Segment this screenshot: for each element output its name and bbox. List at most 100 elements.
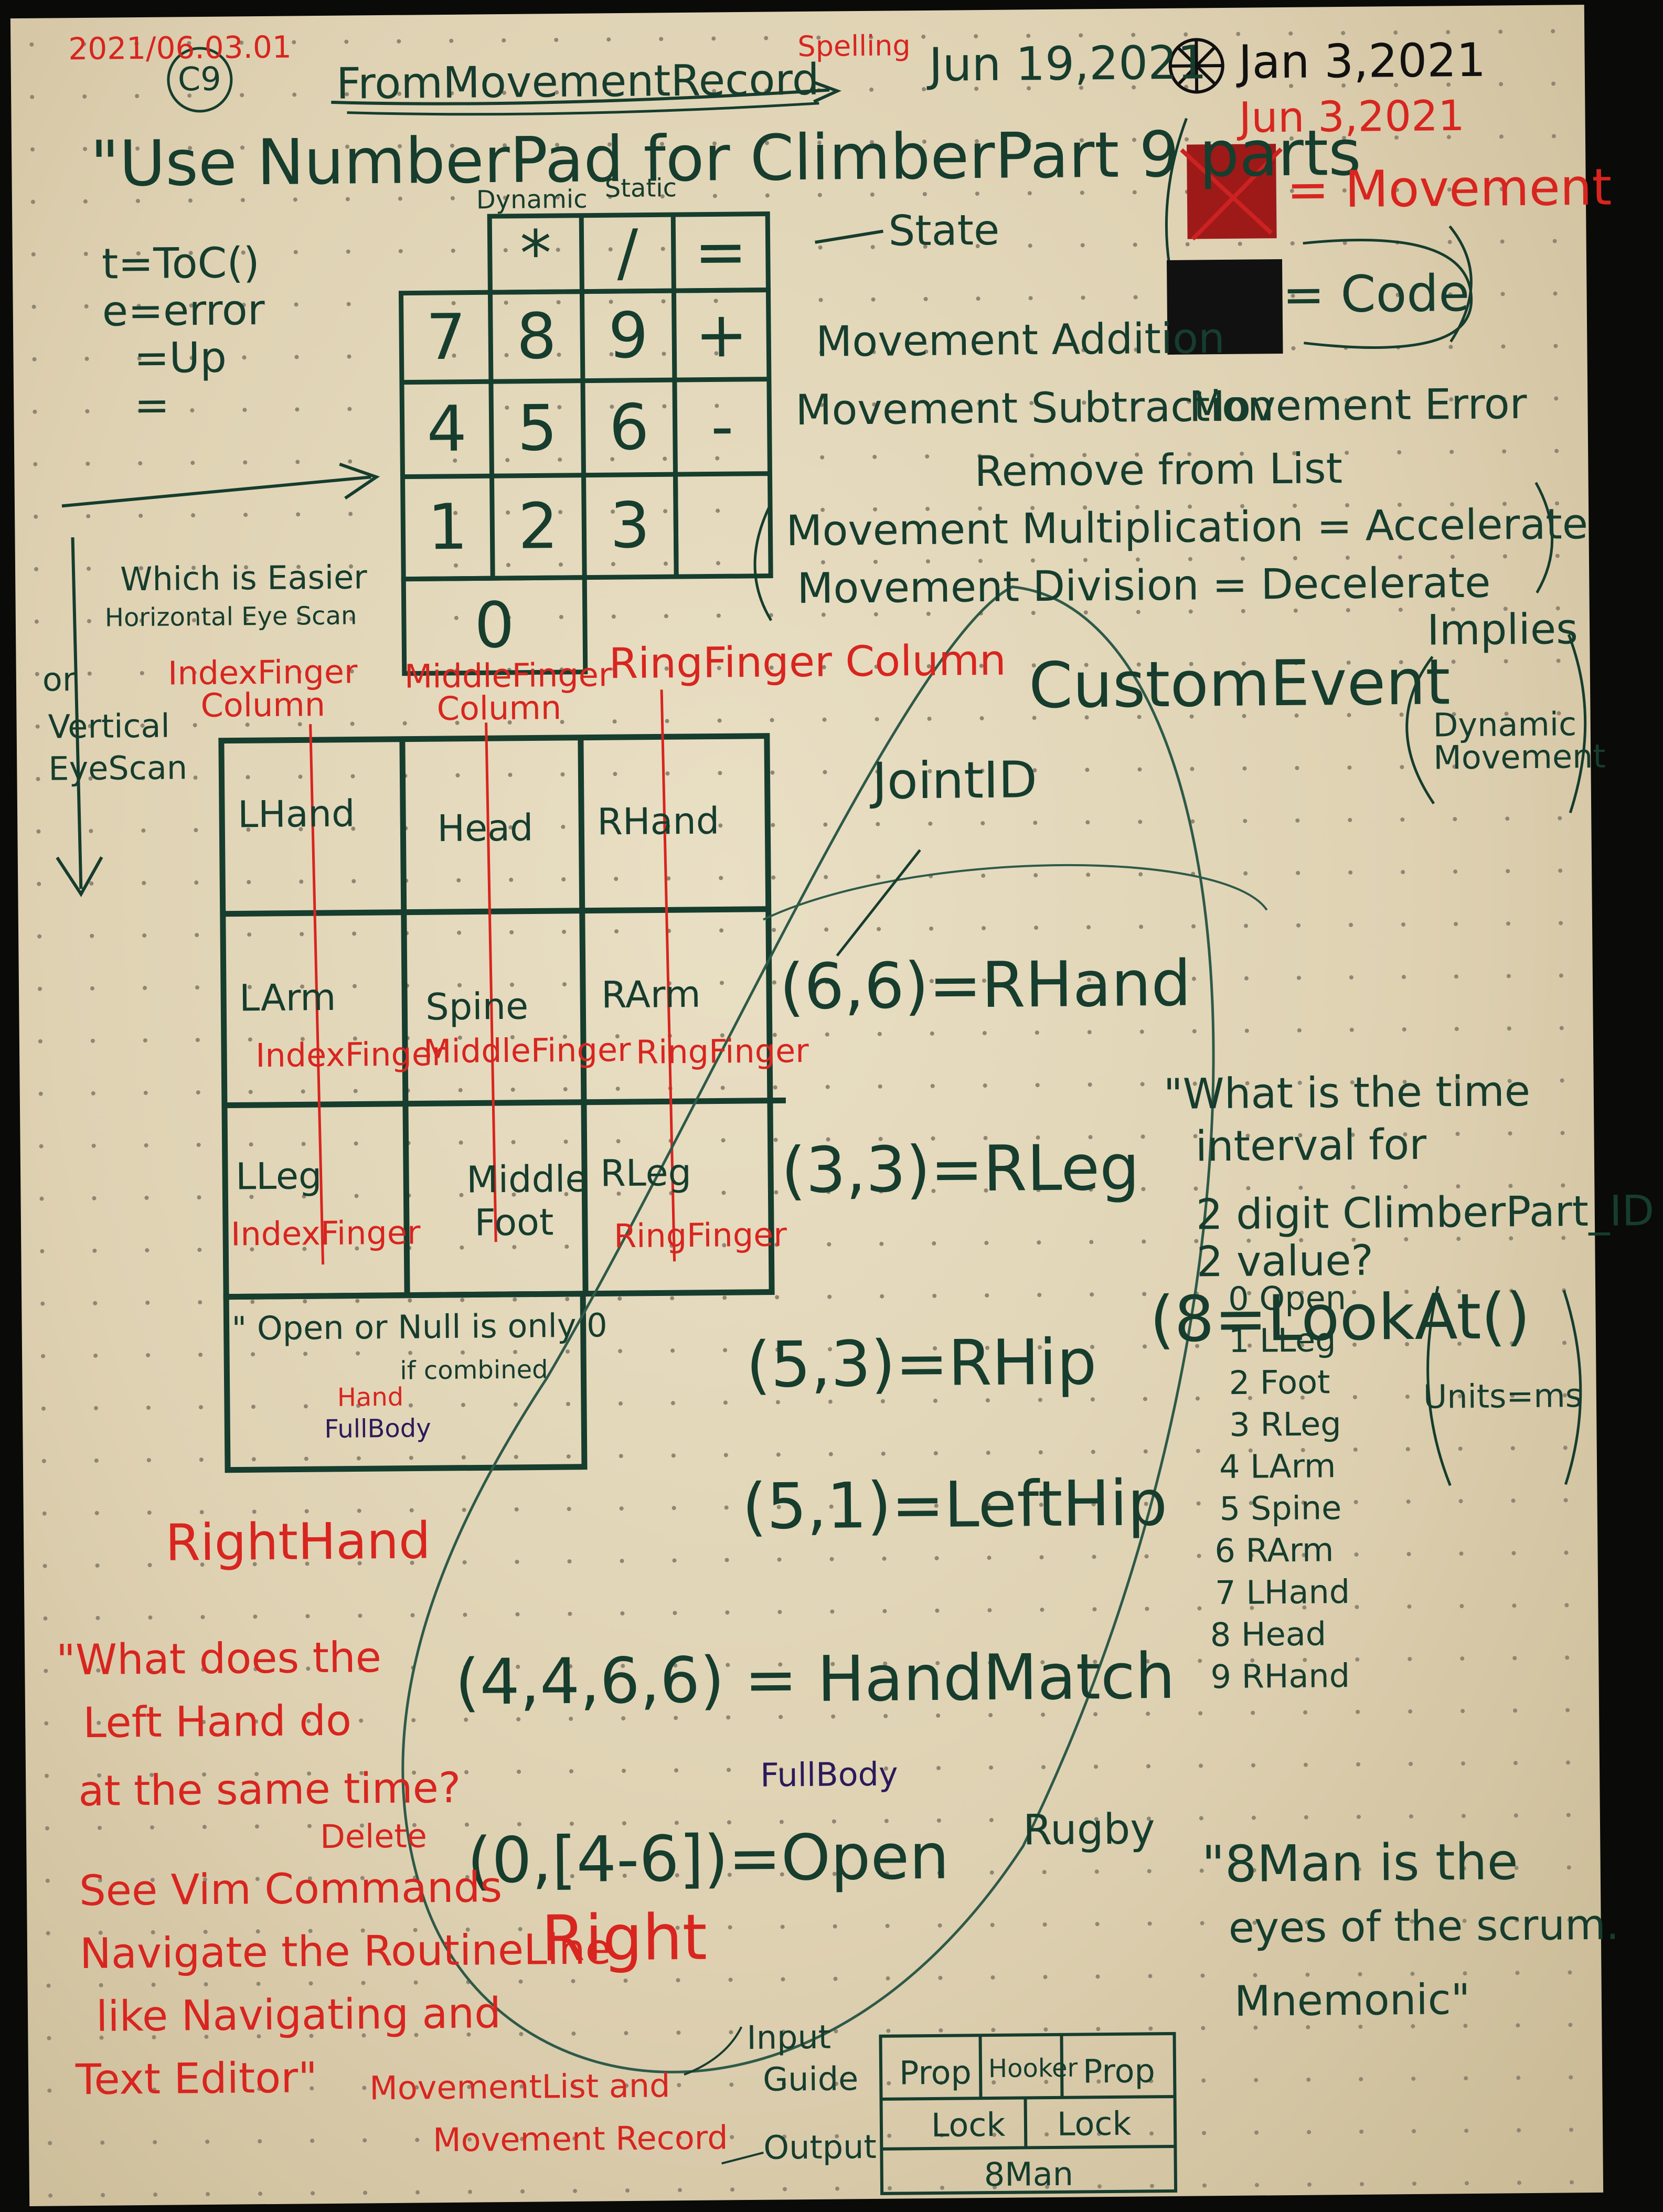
grid-full-body: FullBody: [324, 1413, 431, 1444]
red-line6: Movement Record: [432, 2118, 728, 2160]
implies-label: Implies: [1426, 604, 1579, 655]
dot-grid: [29, 29, 1574, 2198]
equation-open: (0,[4-6])=Open: [466, 1820, 950, 1898]
rugby-quote3: Mnemonic": [1234, 1975, 1470, 2026]
eyescan-q4: Vertical: [48, 706, 170, 746]
numpad-key-1: 1: [427, 491, 468, 565]
date-green: Jun 19,2021: [929, 35, 1207, 92]
right-hand-label: RightHand: [165, 1511, 431, 1572]
op-remove: Remove from List: [974, 444, 1343, 496]
header-quote: "Use NumberPad for ClimberPart 9 parts: [90, 116, 1362, 201]
interval-list-2: 2 Foot: [1229, 1363, 1330, 1402]
page-number: C9: [177, 59, 221, 99]
red-line4: Text Editor": [75, 2053, 318, 2104]
interval-list-9: 9 RHand: [1210, 1656, 1350, 1696]
column-label-middle: MiddleFinger Column: [404, 655, 612, 728]
title-underline: [331, 80, 842, 105]
legend-code: = Code: [1282, 263, 1470, 325]
scrum-grid: [879, 2032, 1178, 2195]
red-delete: Delete: [319, 1816, 428, 1856]
rugby-quote2: eyes of the scrum.: [1228, 1900, 1619, 1953]
red-scribble-icon: [1180, 144, 1283, 241]
red-right: Right: [541, 1901, 708, 1976]
numpad-key-6: 6: [609, 391, 649, 464]
note-equals: =: [134, 380, 170, 430]
interval-list-3: 3 RLeg: [1229, 1405, 1341, 1444]
black-scribble-icon: [1166, 259, 1283, 355]
scrum-hooker: Hooker: [988, 2053, 1078, 2084]
note-up: =Up: [134, 333, 227, 383]
column-label-index: IndexFinger Column: [167, 652, 358, 725]
notebook-page: 2021/06.03.01 C9 FromMovementRecord Spel…: [10, 4, 1655, 2207]
grid-cell-middle-foot: Middle Foot: [466, 1157, 588, 1245]
note-toc: t=ToC(): [101, 238, 260, 289]
interval-q2: interval for: [1195, 1120, 1427, 1171]
io-input: Input: [747, 2017, 832, 2057]
io-guide: Guide: [762, 2059, 859, 2099]
numpad-key-plus: +: [695, 298, 749, 372]
numpad-label-dynamic: Dynamic: [476, 184, 588, 215]
numpad-key-equals: =: [694, 215, 748, 289]
numpad-key-8: 8: [516, 300, 557, 374]
red-q2: Left Hand do: [82, 1696, 352, 1748]
numpad-key-3: 3: [610, 489, 651, 563]
header-title: FromMovementRecord: [336, 55, 820, 109]
red-line1: See Vim Commands: [79, 1863, 503, 1916]
io-output: Output: [763, 2127, 877, 2167]
interval-q1: "What is the time: [1163, 1066, 1531, 1119]
numpad-key-2: 2: [518, 490, 559, 563]
full-body-label: FullBody: [760, 1754, 898, 1794]
dynamic-movement-label: Dynamic Movement: [1433, 705, 1606, 777]
numpad-key-5: 5: [517, 391, 558, 465]
numpad-key-multiply: *: [519, 217, 552, 291]
date-black: Jan 3,2021: [1238, 33, 1486, 89]
grid-finger-ring: RingFinger: [635, 1031, 809, 1071]
numpad-key-divide: /: [616, 216, 639, 290]
scrum-lock-right: Lock: [1057, 2104, 1132, 2143]
eyescan-q2: Horizontal Eye Scan: [104, 601, 357, 633]
numpad-key-4: 4: [426, 392, 467, 466]
equation-rleg: (3,3)=RLeg: [781, 1131, 1140, 1208]
eyescan-q5: EyeScan: [48, 748, 188, 788]
grid-hand-note: Hand: [337, 1382, 404, 1412]
equation-rhand: (6,6)=RHand: [779, 947, 1192, 1024]
eyescan-q1: Which is Easier: [120, 558, 367, 599]
numpad-key-minus: -: [710, 390, 734, 464]
grid-cell-rarm: RArm: [601, 972, 701, 1017]
legend-movement: = Movement: [1286, 157, 1612, 219]
op-division: Movement Division = Decelerate: [796, 558, 1491, 613]
red-line5: MovementList and: [369, 2066, 670, 2108]
arrow-to-numpad: [61, 462, 380, 508]
scrum-lock-left: Lock: [931, 2105, 1006, 2145]
op-multiplication: Movement Multiplication = Accelerate: [786, 499, 1589, 556]
grid-finger-ring-2: RingFinger: [613, 1215, 787, 1256]
interval-list-8: 8 Head: [1210, 1614, 1327, 1654]
numpad-key-7: 7: [425, 301, 466, 374]
interval-list-7: 7 LHand: [1214, 1572, 1350, 1612]
numpad-key-9: 9: [607, 299, 649, 373]
date-stamp: 2021/06.03.01: [68, 29, 292, 67]
grid-cell-rleg: RLeg: [600, 1151, 692, 1195]
circle-stamp-icon: [1168, 38, 1224, 94]
rugby-quote1: "8Man is the: [1201, 1832, 1519, 1894]
equation-handmatch: (4,4,6,6) = HandMatch: [454, 1640, 1176, 1719]
equation-rhip: (5,3)=RHip: [745, 1326, 1097, 1402]
large-loop: [401, 585, 1215, 2073]
grid-cell-rhand: RHand: [596, 799, 720, 844]
interval-units: Units=ms: [1423, 1376, 1583, 1416]
note-error: e=error: [102, 285, 265, 336]
grid-finger-index: IndexFinger: [255, 1035, 445, 1075]
grid-cell-head: Head: [437, 806, 534, 850]
grid-finger-middle: MiddleFinger: [423, 1030, 631, 1071]
interval-q3: 2 digit ClimberPart_ID: [1196, 1186, 1655, 1239]
numpad-label-static: Static: [604, 173, 677, 204]
column-label-ring: RingFinger Column: [609, 635, 1007, 688]
eyescan-q3: or: [42, 660, 76, 699]
ink-drawings: [56, 38, 1587, 2195]
finger-column-lines: [309, 689, 676, 1265]
numpad-grid: [398, 211, 773, 676]
joint-id-label: JointID: [872, 750, 1038, 811]
interval-list-5: 5 Spine: [1219, 1488, 1342, 1528]
scrum-prop-right: Prop: [1082, 2051, 1156, 2091]
grid-finger-index-2: IndexFinger: [230, 1213, 421, 1253]
